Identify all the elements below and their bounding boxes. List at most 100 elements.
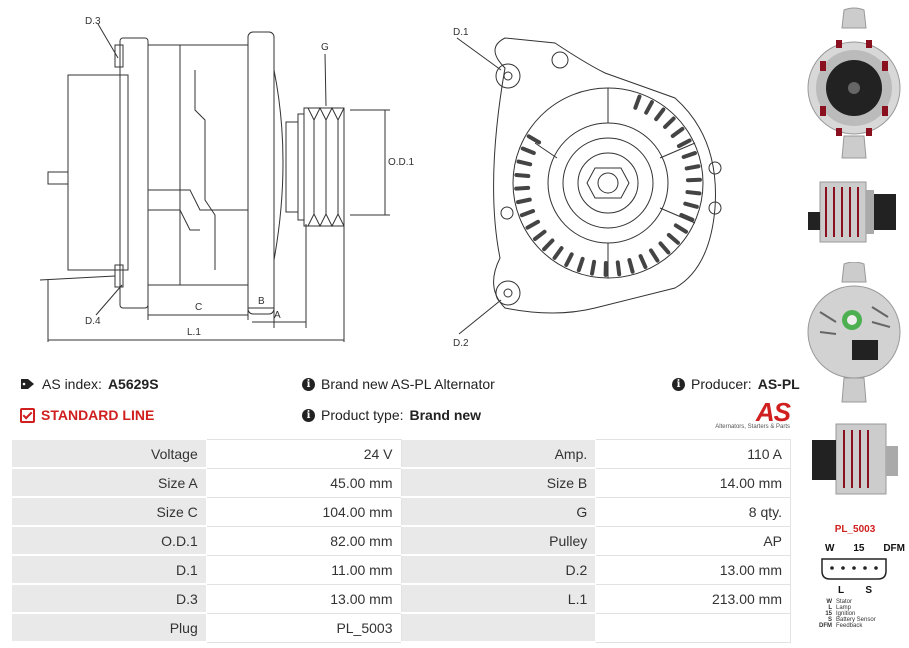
spec-key: D.2 bbox=[400, 554, 597, 585]
vent-slot bbox=[685, 190, 702, 196]
legend-code: 15 bbox=[825, 611, 832, 617]
legend-code: W bbox=[826, 599, 832, 605]
vent-slot bbox=[679, 212, 695, 222]
vent-slot bbox=[648, 248, 660, 263]
plug-top-pins: W 15 DFM bbox=[825, 543, 905, 554]
legend-row: W Stator bbox=[818, 599, 876, 605]
vent-slot bbox=[633, 94, 642, 110]
pin-label: 15 bbox=[853, 543, 865, 554]
pin-label: W bbox=[825, 543, 835, 554]
producer-value: AS-PL bbox=[757, 376, 800, 392]
side-view-drawing: D.3 G O.D.1 D.4 C B A L.1 bbox=[30, 10, 450, 350]
legend-code: L bbox=[828, 605, 832, 611]
spec-key: G bbox=[400, 496, 597, 527]
spec-value: 110 A bbox=[595, 439, 791, 469]
spec-value: PL_5003 bbox=[205, 612, 402, 643]
spec-value: 104.00 mm bbox=[205, 496, 402, 527]
spec-value: 8 qty. bbox=[595, 496, 791, 527]
vent-slot bbox=[516, 197, 532, 205]
spec-value: 82.00 mm bbox=[205, 525, 402, 556]
as-index-value: A5629S bbox=[107, 376, 159, 392]
product-photo-front[interactable] bbox=[806, 6, 902, 162]
info-icon: i bbox=[672, 377, 685, 391]
spec-value: 213.00 mm bbox=[595, 583, 791, 614]
front-view-svg: D.1 D.2 bbox=[453, 27, 722, 348]
plug-bottom-pins: L S bbox=[838, 585, 872, 596]
spec-value: AP bbox=[595, 525, 791, 556]
label-g: G bbox=[321, 42, 329, 53]
product-photo-side[interactable] bbox=[806, 172, 902, 258]
vent-slot bbox=[681, 151, 697, 159]
spec-value: 24 V bbox=[205, 439, 402, 469]
vent-slot bbox=[627, 258, 635, 274]
vent-slot bbox=[525, 219, 541, 230]
vent-slot bbox=[514, 172, 531, 179]
vent-slot bbox=[638, 254, 648, 270]
vent-slot bbox=[676, 138, 692, 149]
legend-row: S Battery Sensor bbox=[818, 617, 876, 623]
brand-info: i Brand new AS-PL Alternator bbox=[302, 376, 495, 392]
vent-slot bbox=[552, 246, 564, 260]
vent-slot bbox=[658, 241, 671, 255]
spec-key: D.1 bbox=[11, 554, 207, 585]
product-type-label: Product type: bbox=[321, 407, 404, 423]
pin-label: S bbox=[865, 585, 872, 596]
product-photo-pulley[interactable] bbox=[806, 416, 902, 506]
plug-connector-icon bbox=[821, 558, 887, 580]
check-square-icon bbox=[20, 407, 35, 423]
as-index: AS index: A5629S bbox=[20, 376, 159, 392]
legend-text: Battery Sensor bbox=[836, 617, 876, 623]
vent-slot bbox=[654, 107, 666, 122]
vent-slot bbox=[542, 238, 555, 252]
spec-value: 11.00 mm bbox=[205, 554, 402, 585]
spec-key: Voltage bbox=[11, 439, 207, 469]
vent-slot bbox=[533, 229, 547, 242]
legend-text: Ignition bbox=[836, 611, 856, 617]
product-type-value: Brand new bbox=[409, 407, 482, 423]
tags-icon bbox=[21, 379, 34, 389]
spec-key: Size B bbox=[400, 467, 597, 498]
spec-value: 14.00 mm bbox=[595, 467, 791, 498]
spec-key: Size A bbox=[11, 467, 207, 498]
vent-slots bbox=[514, 94, 702, 277]
legend-text: Stator bbox=[836, 599, 853, 605]
pin-label: DFM bbox=[883, 543, 905, 554]
spec-key: Amp. bbox=[400, 439, 597, 469]
legend-row: 15 Ignition bbox=[818, 611, 876, 617]
producer-info: i Producer: AS-PL bbox=[672, 376, 800, 392]
spec-key: L.1 bbox=[400, 583, 597, 614]
vent-slot bbox=[564, 252, 574, 267]
spec-key: Pulley bbox=[400, 525, 597, 556]
spec-value: 13.00 mm bbox=[595, 554, 791, 585]
vent-slot bbox=[673, 223, 689, 234]
info-icon: i bbox=[302, 408, 315, 422]
vent-slot bbox=[644, 100, 654, 115]
label-d3: D.3 bbox=[85, 16, 101, 27]
side-view-svg: D.3 G O.D.1 D.4 C B A L.1 bbox=[39, 16, 415, 342]
logo-tagline: Alternators, Starters & Parts bbox=[715, 424, 790, 430]
label-d1: D.1 bbox=[453, 27, 469, 38]
spec-key: Size C bbox=[11, 496, 207, 527]
info-icon: i bbox=[302, 377, 315, 391]
label-l1: L.1 bbox=[187, 327, 201, 338]
product-photo-rear[interactable] bbox=[806, 261, 902, 407]
vent-slot bbox=[590, 259, 597, 276]
legend-text: Feedback bbox=[836, 623, 863, 629]
vent-slot bbox=[663, 116, 676, 129]
label-a: A bbox=[274, 310, 281, 321]
vent-slot bbox=[516, 159, 533, 167]
label-d2: D.2 bbox=[453, 338, 469, 348]
vent-slot bbox=[670, 126, 685, 138]
vent-slot bbox=[615, 260, 622, 277]
standard-line-badge: STANDARD LINE bbox=[20, 407, 154, 423]
legend-code: S bbox=[827, 617, 832, 623]
spec-value: 45.00 mm bbox=[205, 467, 402, 498]
